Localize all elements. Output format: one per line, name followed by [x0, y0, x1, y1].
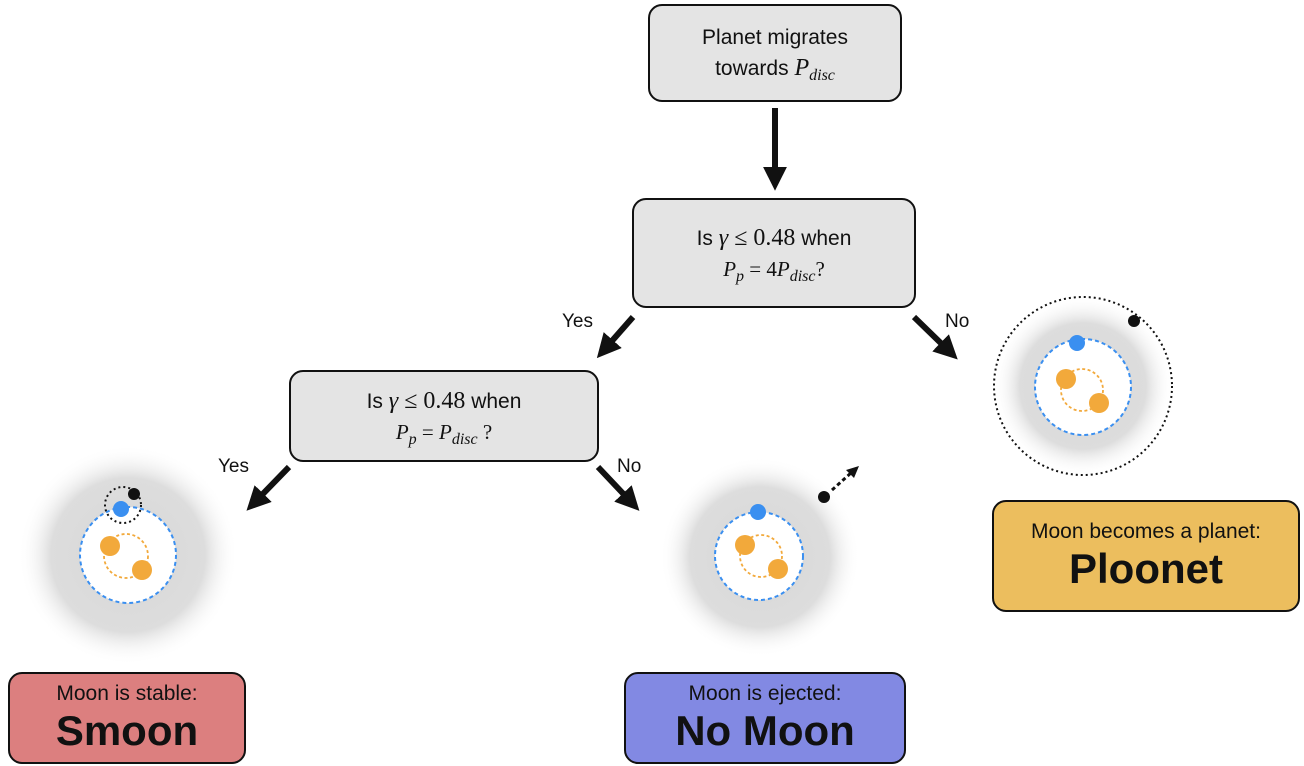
node-line-2: towards Pdisc [715, 53, 835, 84]
text-prefix: Is [696, 226, 719, 250]
ejection-arrowhead [846, 466, 859, 478]
outcome-ploonet: Moon becomes a planet: Ploonet [992, 500, 1300, 612]
math-leq: ≤ [734, 224, 748, 251]
moon [128, 488, 140, 500]
edge-label-q1-yes: Yes [562, 311, 593, 332]
star-b [132, 560, 152, 580]
outcome-title: No Moon [675, 707, 855, 754]
outcome-no-moon: Moon is ejected: No Moon [624, 672, 906, 764]
math-end: ? [815, 256, 825, 281]
math-var2: P [438, 419, 452, 444]
ploonet-system-illustration [993, 296, 1173, 476]
disc-cavity [714, 511, 804, 601]
binary-orbit [1060, 368, 1104, 412]
text-prefix: towards [715, 56, 795, 80]
outcome-title: Smoon [55, 707, 199, 754]
moon [818, 491, 830, 503]
planet [1069, 335, 1085, 351]
math-gamma: γ [388, 387, 399, 414]
math-sub2: disc [789, 267, 816, 285]
star-a [735, 535, 755, 555]
math-sub: p [736, 267, 745, 285]
node-line-1: Is γ ≤ 0.48 when [697, 223, 852, 254]
math-var2: P [776, 256, 790, 281]
text-suffix: when [465, 389, 522, 413]
math-sub: p [408, 430, 417, 448]
math-expression: Pdisc [794, 54, 835, 84]
moon-wide-orbit [993, 296, 1173, 476]
edge-label-q2-no: No [617, 456, 642, 477]
math-var: P [395, 419, 409, 444]
text-suffix: when [795, 226, 852, 250]
outcome-caption: Moon is ejected: [688, 682, 842, 705]
node-planet-migrates: Planet migrates towards Pdisc [648, 4, 902, 102]
arrow-q2-yes [246, 464, 292, 511]
outcome-caption: Moon is stable: [56, 682, 198, 705]
outcome-title: Ploonet [1069, 545, 1223, 592]
moon [1128, 315, 1140, 327]
edge-label-q2-yes: Yes [218, 456, 249, 477]
math-leq: ≤ [404, 387, 418, 414]
math-value: 0.48 [753, 224, 796, 251]
star-a [100, 536, 120, 556]
star-b [1089, 393, 1109, 413]
math-mid: = 4 [744, 256, 777, 281]
arrow-q2-no [595, 464, 640, 511]
node-line-1: Is γ ≤ 0.48 when [367, 386, 522, 417]
math-expression: γ ≤ 0.48 [719, 225, 796, 251]
math-sub: disc [809, 66, 835, 84]
edge-label-q1-no: No [945, 311, 970, 332]
node-question-pdisc: Is γ ≤ 0.48 when Pp = Pdisc ? [289, 370, 599, 462]
math-end: ? [477, 419, 493, 444]
disc-cavity [79, 506, 177, 604]
star-b [768, 559, 788, 579]
outcome-caption: Moon becomes a planet: [1031, 520, 1261, 543]
math-sub2: disc [451, 430, 478, 448]
math-var: P [794, 54, 810, 81]
math-gamma: γ [718, 224, 729, 251]
disc-cavity [1034, 338, 1132, 436]
math-mid: = [416, 419, 439, 444]
node-line-2: Pp = 4Pdisc? [723, 254, 825, 285]
math-var: P [723, 256, 737, 281]
node-line-1: Planet migrates [702, 25, 848, 49]
moon-orbit [104, 486, 142, 524]
outcome-smoon: Moon is stable: Smoon [8, 672, 246, 764]
smoon-system-illustration [18, 445, 238, 665]
planet [750, 504, 766, 520]
node-line-2: Pp = Pdisc ? [395, 417, 493, 448]
ejection-arrow [830, 470, 854, 492]
math-expression: γ ≤ 0.48 [389, 388, 466, 414]
node-question-4pdisc: Is γ ≤ 0.48 when Pp = 4Pdisc? [632, 198, 916, 308]
math-value: 0.48 [423, 387, 466, 414]
star-a [1056, 369, 1076, 389]
arrow-q1-no [911, 314, 958, 360]
binary-orbit [103, 533, 149, 579]
text-prefix: Is [366, 389, 389, 413]
no-moon-system-illustration [660, 457, 860, 657]
planet [113, 501, 129, 517]
binary-orbit [739, 534, 783, 578]
arrow-q1-yes [596, 315, 636, 359]
